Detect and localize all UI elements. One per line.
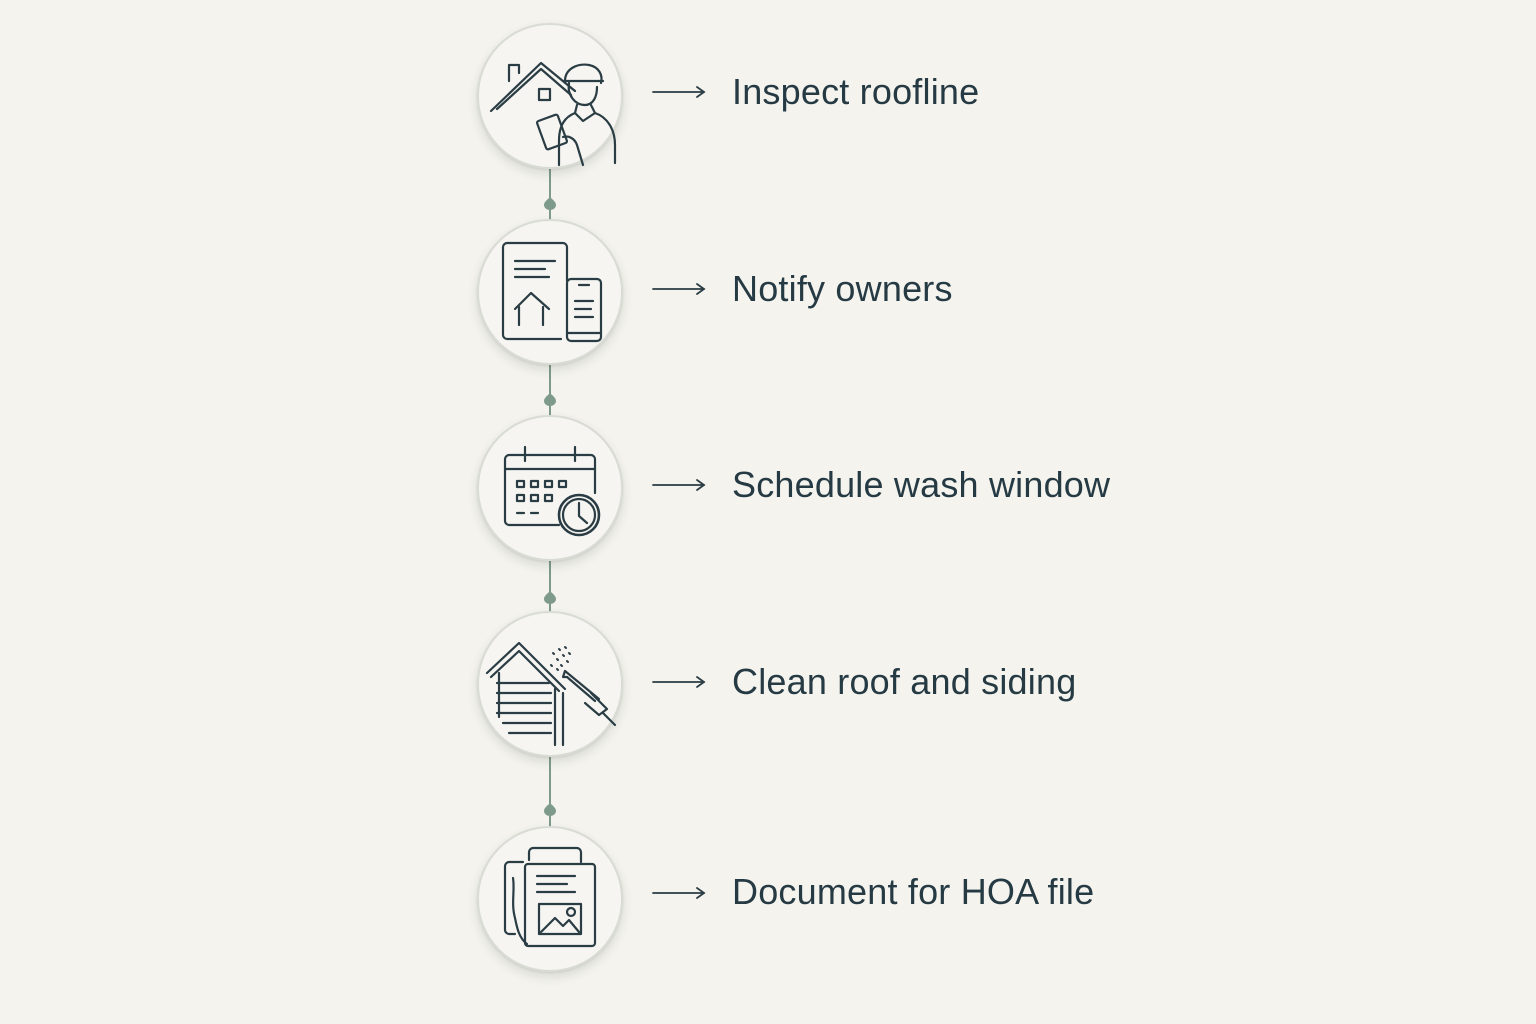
step-4-icon-circle	[477, 611, 623, 757]
step-4-label: Clean roof and siding	[732, 661, 1077, 702]
arrow-right-icon	[652, 86, 706, 98]
connector-line	[549, 169, 551, 221]
roof-inspector-icon	[489, 61, 617, 167]
connector-knot	[544, 591, 556, 604]
step-5-icon-circle	[477, 826, 623, 972]
step-2-icon-circle	[477, 219, 623, 365]
documents-photo-icon	[503, 846, 597, 948]
connector-line	[549, 757, 551, 827]
calendar-clock-icon	[503, 445, 601, 537]
step-3-label: Schedule wash window	[732, 464, 1111, 505]
step-1-label: Inspect roofline	[732, 71, 980, 112]
connector-line	[549, 365, 551, 418]
arrow-right-icon	[652, 283, 706, 295]
arrow-right-icon	[652, 479, 706, 491]
pressure-washer-house-icon	[485, 641, 617, 747]
step-2-label: Notify owners	[732, 268, 953, 309]
connector-knot	[544, 393, 556, 406]
connector-knot	[544, 197, 556, 210]
step-5-label: Document for HOA file	[732, 871, 1095, 912]
connector-knot	[544, 803, 556, 816]
document-and-phone-icon	[501, 241, 603, 343]
step-3-icon-circle	[477, 415, 623, 561]
arrow-right-icon	[652, 676, 706, 688]
connector-line	[549, 561, 551, 615]
step-1-icon-circle	[477, 23, 623, 169]
arrow-right-icon	[652, 887, 706, 899]
